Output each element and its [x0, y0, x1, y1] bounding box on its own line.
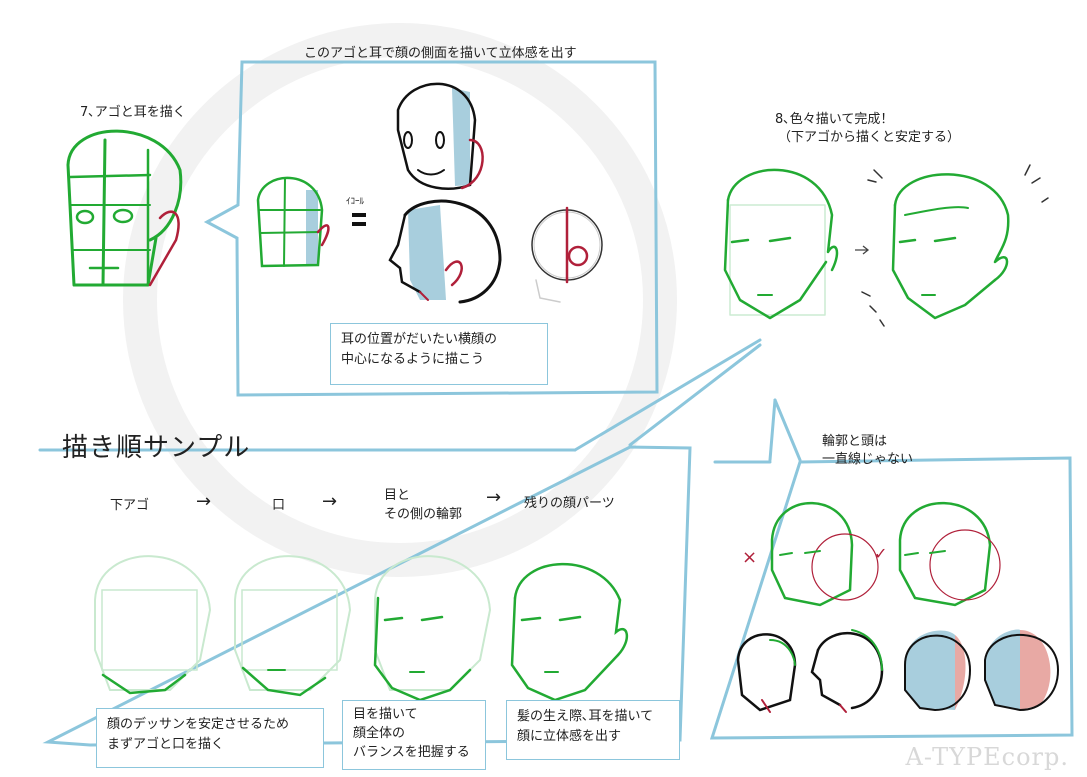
sample-head-3 — [373, 555, 492, 702]
equal-sign — [352, 213, 366, 226]
step8-subtitle: （下アゴから描くと安定する） — [778, 130, 961, 145]
wrong-mark: × — [742, 547, 758, 568]
callout-small-head — [256, 176, 330, 268]
colored-head-1 — [904, 630, 972, 712]
step7-head-drawing — [66, 129, 183, 287]
step8-title: 8､色々描いて完成！ — [775, 112, 894, 127]
sample-note-2: 目を描いて 顔全体の バランスを把握する — [342, 700, 486, 770]
skull-side-drawing — [388, 199, 502, 304]
sample-note-1: 顔のデッサンを安定させるため まずアゴと口を描く — [96, 708, 324, 768]
colored-head-2 — [984, 629, 1060, 712]
sample-head-2 — [234, 555, 352, 697]
step-arrow-3: → — [486, 487, 502, 508]
equal-label: ｲｺｰﾙ — [346, 197, 365, 207]
right-mark: ✓ — [874, 544, 888, 563]
sparkle-lines — [861, 164, 1049, 327]
step-label-jaw: 下アゴ — [110, 498, 150, 513]
watermark-logo: A-TYPEcorp. — [905, 743, 1069, 771]
sample-note-3: 髪の生え際､耳を描いて 顔に立体感を出す — [506, 700, 680, 760]
sample-head-4 — [510, 562, 628, 702]
background-watermark-ring — [123, 23, 677, 577]
side-subtitle: 一直線じゃない — [822, 452, 914, 467]
skull-example-1 — [736, 633, 797, 713]
step8-head-draft — [723, 168, 839, 320]
sample-head-1 — [94, 555, 212, 695]
sample-heading: 描き順サンプル — [62, 433, 251, 463]
skull-front-drawing — [396, 82, 484, 190]
step-arrow-2: → — [322, 491, 338, 512]
circle-side-head — [531, 206, 603, 303]
callout-title: このアゴと耳で顔の側面を描いて立体感を出す — [304, 46, 577, 61]
step-label-mouth: 口 — [272, 498, 286, 513]
side-title: 輪郭と頭は — [822, 434, 888, 449]
step-arrow-1: → — [196, 491, 212, 512]
top-callout-frame — [203, 60, 659, 397]
arrow-to-final — [855, 245, 870, 255]
step8-head-final — [891, 173, 1010, 320]
pointer-lines — [573, 338, 802, 462]
ear-position-note: 耳の位置がだいたい横顔の 中心になるように描こう — [330, 323, 548, 385]
step-label-rest: 残りの顔パーツ — [524, 496, 615, 511]
step-label-eyes: 目と — [384, 488, 411, 503]
step-label-eyes-contour: その側の輪郭 — [384, 507, 463, 522]
skull-example-2 — [810, 629, 884, 713]
right-example-head — [898, 501, 1001, 607]
step7-title: 7､アゴと耳を描く — [80, 105, 186, 120]
wrong-example-head — [770, 501, 879, 607]
